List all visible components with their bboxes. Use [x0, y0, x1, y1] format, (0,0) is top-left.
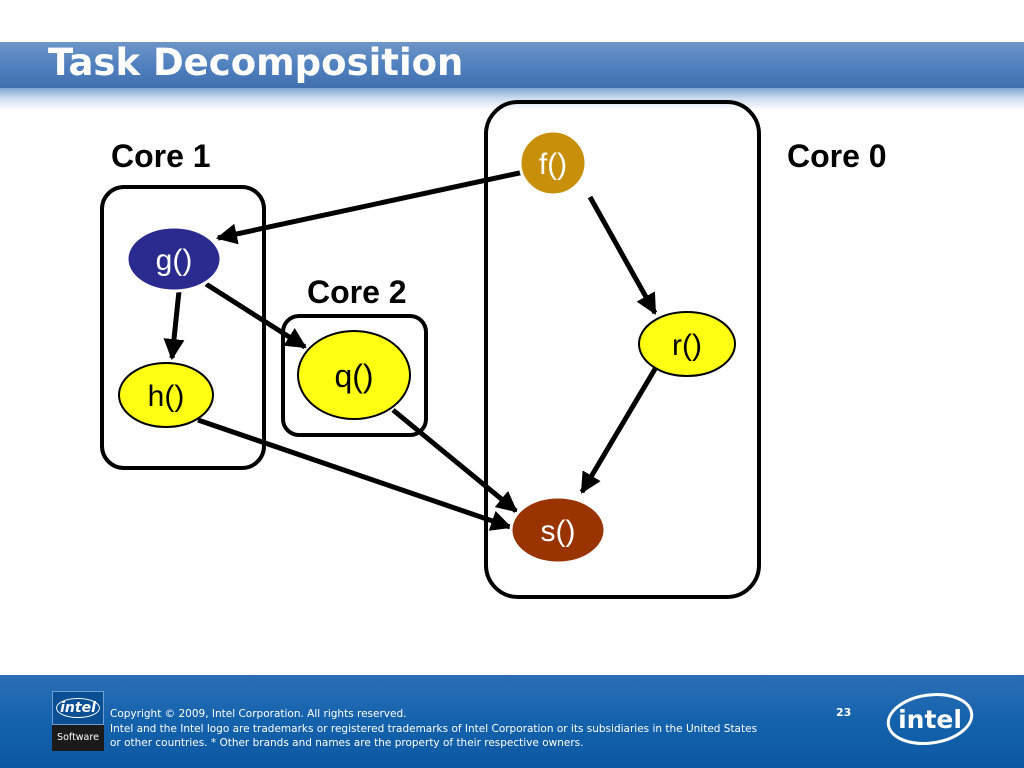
edge-g-to-h	[163, 290, 185, 361]
footer-bar	[0, 675, 1024, 768]
node-h-label: h()	[148, 380, 185, 413]
footer-trademark-line-1: Intel and the Intel logo are trademarks …	[110, 722, 758, 735]
page-number: 23	[836, 706, 852, 719]
node-s: s()	[509, 495, 607, 565]
edge-r-to-s	[579, 367, 658, 494]
core2-group-box	[281, 314, 428, 437]
edge-q-to-s	[391, 408, 518, 513]
intel-software-logo-text: intel	[56, 698, 100, 718]
node-r-shape	[638, 311, 736, 377]
footer-copyright: Copyright © 2009, Intel Corporation. All…	[110, 708, 407, 720]
core0-label: Core 0	[787, 138, 887, 174]
intel-software-logo-caption: Software	[52, 725, 104, 751]
node-f: f()	[518, 129, 588, 197]
footer-trademark-line-2: or other countries. * Other brands and n…	[110, 737, 584, 749]
node-f-shape	[518, 129, 588, 197]
node-s-shape	[509, 495, 607, 565]
node-r: r()	[638, 311, 736, 377]
edge-f-to-g	[215, 169, 525, 245]
edge-f-to-r	[587, 195, 658, 315]
core0-group-box	[484, 100, 761, 599]
node-r-label: r()	[672, 329, 702, 362]
node-s-label: s()	[541, 515, 576, 548]
node-f-label: f()	[539, 148, 567, 181]
node-g: g()	[125, 225, 223, 293]
intel-logo-swoosh	[886, 693, 974, 745]
node-g-shape	[125, 225, 223, 293]
title-bar-fade	[0, 88, 1024, 110]
title-bar	[0, 42, 1024, 88]
intel-software-logo-top: intel	[52, 691, 104, 725]
intel-software-logo: intel Software	[52, 691, 104, 751]
node-q: q()	[297, 330, 411, 420]
intel-logo: intel	[886, 693, 974, 745]
core1-label: Core 1	[111, 138, 211, 174]
core2-label: Core 2	[307, 274, 407, 310]
slide-title: Task Decomposition	[48, 41, 464, 84]
node-h-shape	[118, 362, 214, 428]
node-q-label: q()	[334, 358, 373, 394]
node-h: h()	[118, 362, 214, 428]
edge-h-to-s	[197, 417, 512, 531]
footer-legal-text: Copyright © 2009, Intel Corporation. All…	[110, 707, 830, 751]
node-g-label: g()	[156, 244, 193, 277]
core1-group-box	[100, 185, 266, 470]
node-q-shape	[297, 330, 411, 420]
edge-g-to-q	[204, 281, 307, 350]
intel-logo-text: intel	[898, 705, 962, 734]
